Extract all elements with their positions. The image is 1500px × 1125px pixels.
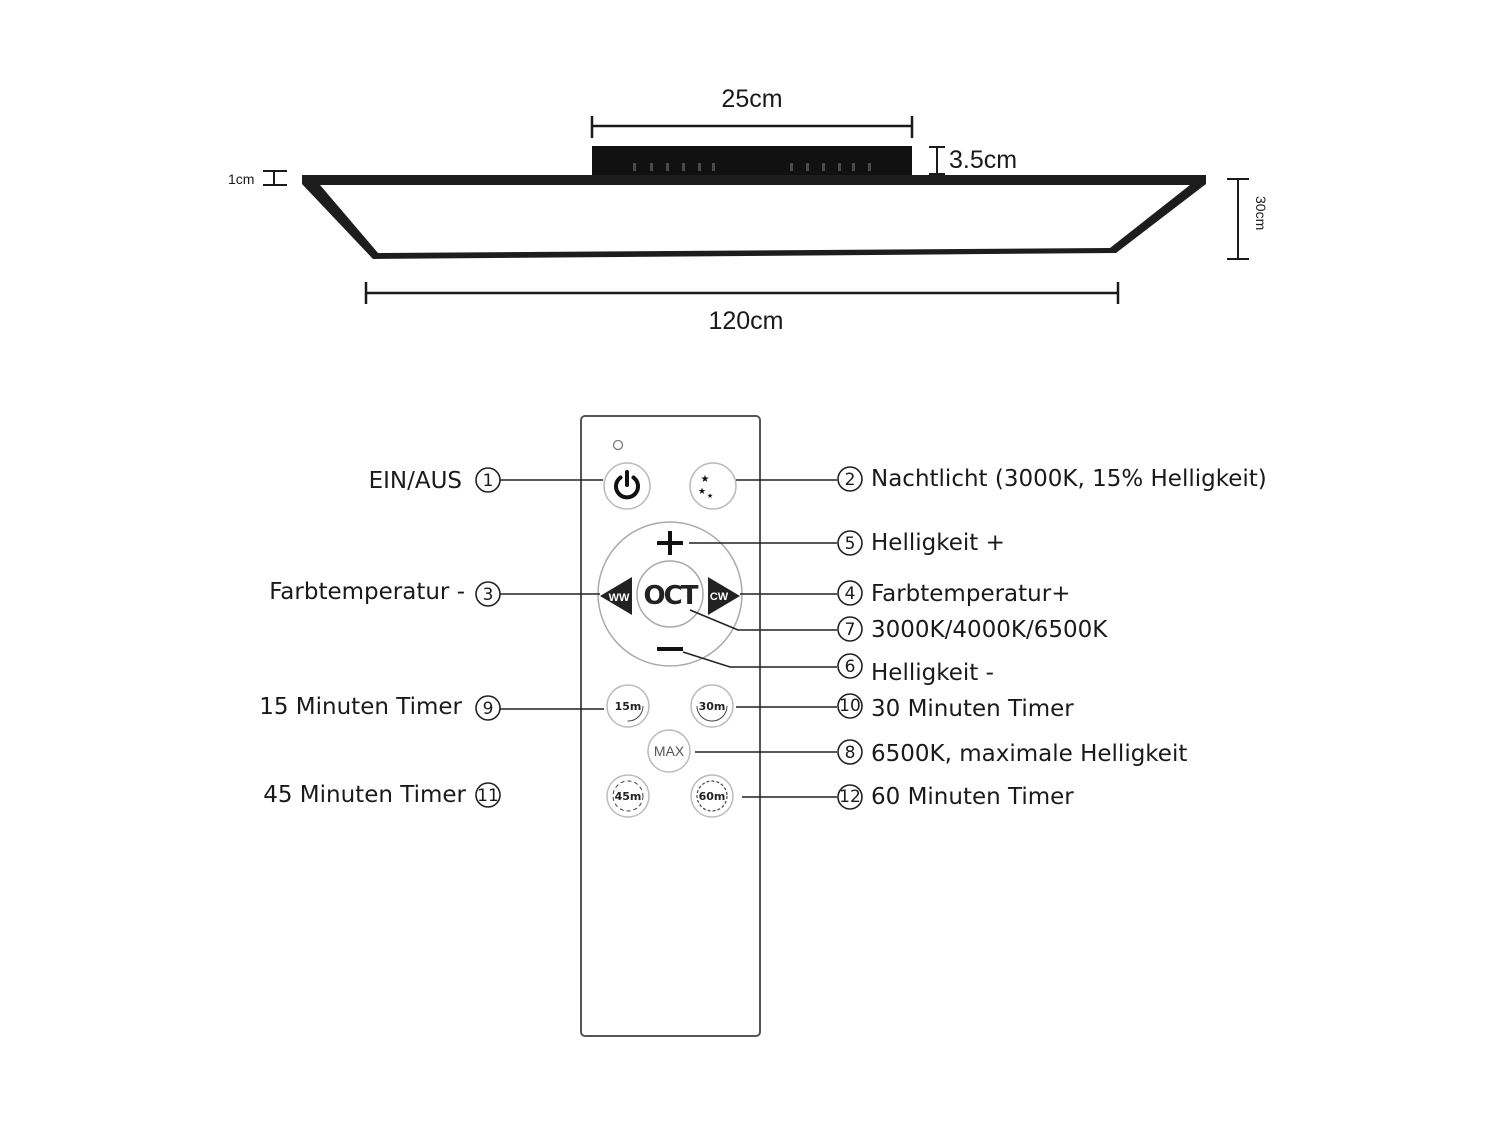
callout-9-number: 9: [483, 699, 494, 719]
dim-top-width-label: 25cm: [721, 85, 782, 113]
callout-2-number: 2: [845, 470, 856, 490]
timer-45-button[interactable]: 45m: [606, 774, 650, 818]
callout-1-number: 1: [483, 471, 494, 491]
leader-lines: [500, 479, 837, 798]
callout-5-text: Helligkeit +: [871, 530, 1005, 556]
lamp-panel: [302, 175, 1206, 259]
callout-9-text: 15 Minuten Timer: [259, 694, 462, 720]
callout-10: 10 30 Minuten Timer: [837, 693, 1074, 722]
dim-thickness: [263, 170, 287, 186]
dim-length-label: 120cm: [708, 307, 783, 335]
callout-11-text: 45 Minuten Timer: [263, 782, 466, 808]
driver-box: [592, 146, 912, 175]
svg-text:★: ★: [707, 492, 713, 500]
timer-30-label: 30m: [699, 700, 726, 713]
timer-15-button[interactable]: 15m: [606, 684, 650, 728]
arrow-left-icon: [600, 577, 632, 615]
callout-12-text: 60 Minuten Timer: [871, 784, 1074, 810]
callout-7-number: 7: [845, 620, 856, 640]
lamp-drawing: 25cm 3.5cm: [228, 85, 1269, 335]
arrow-right-icon: [708, 577, 740, 615]
cold-white-label: CW: [710, 591, 729, 603]
callout-4-number: 4: [845, 584, 856, 604]
timer-15-label: 15m: [615, 700, 642, 713]
callout-11-number: 11: [477, 786, 499, 806]
dim-box-height-label: 3.5cm: [949, 146, 1017, 174]
brightness-up-button[interactable]: [650, 530, 690, 560]
svg-text:★: ★: [698, 486, 706, 496]
dim-depth: [1227, 178, 1249, 260]
callout-6: 6 Helligkeit -: [837, 653, 994, 686]
timer-45-label: 45m: [615, 790, 642, 803]
callout-3-number: 3: [483, 585, 494, 605]
warm-white-label: WW: [609, 592, 630, 604]
timer-60-button[interactable]: 60m: [690, 774, 734, 818]
timer-30-button[interactable]: 30m: [690, 684, 734, 728]
callout-3-text: Farbtemperatur -: [269, 579, 465, 605]
callout-5: 5 Helligkeit +: [837, 530, 1005, 556]
callout-9: 15 Minuten Timer 9: [259, 694, 501, 721]
warm-white-button[interactable]: WW: [600, 577, 632, 615]
dim-depth-label: 30cm: [1253, 196, 1269, 230]
plus-icon: [657, 531, 683, 555]
callout-8: 8 6500K, maximale Helligkeit: [837, 739, 1187, 767]
cct-button[interactable]: OCT: [640, 564, 701, 624]
moon-stars-icon: ★ ★ ★: [698, 474, 729, 500]
callout-6-text: Helligkeit -: [871, 660, 994, 686]
callout-10-text: 30 Minuten Timer: [871, 696, 1074, 722]
remote-control: ★ ★ ★ OCT WW: [580, 415, 761, 1037]
callout-8-text: 6500K, maximale Helligkeit: [871, 741, 1187, 767]
callout-2: 2 Nachtlicht (3000K, 15% Helligkeit): [837, 466, 1267, 492]
dim-top-width: [590, 116, 914, 138]
power-icon: [614, 470, 640, 500]
callout-10-number: 10: [839, 696, 861, 716]
callout-12: 12 60 Minuten Timer: [837, 784, 1074, 810]
brightness-down-button[interactable]: [650, 636, 690, 662]
callout-4: 4 Farbtemperatur+: [837, 580, 1070, 607]
callout-5-number: 5: [845, 534, 856, 554]
callout-8-number: 8: [845, 743, 856, 763]
power-button[interactable]: [603, 462, 651, 510]
callout-12-number: 12: [839, 787, 861, 807]
timer-60-label: 60m: [699, 790, 726, 803]
callout-4-text: Farbtemperatur+: [871, 581, 1070, 607]
dim-thickness-label: 1cm: [228, 171, 254, 187]
night-light-button[interactable]: ★ ★ ★: [689, 462, 737, 510]
callout-6-number: 6: [845, 657, 856, 677]
callout-7-text: 3000K/4000K/6500K: [871, 617, 1108, 643]
dim-box-height: [929, 146, 945, 175]
callout-1-text: EIN/AUS: [369, 468, 462, 494]
cct-button-label: OCT: [644, 581, 699, 611]
status-led: [612, 439, 624, 451]
svg-text:★: ★: [701, 474, 710, 485]
callout-1: EIN/AUS 1: [369, 467, 501, 494]
max-button-label: MAX: [654, 743, 685, 759]
callout-11: 45 Minuten Timer 11: [263, 782, 501, 808]
cold-white-button[interactable]: CW: [708, 577, 740, 615]
callout-2-text: Nachtlicht (3000K, 15% Helligkeit): [871, 466, 1267, 492]
max-button[interactable]: MAX: [647, 729, 691, 773]
dim-length: [364, 282, 1120, 304]
callout-3: Farbtemperatur - 3: [269, 579, 501, 607]
callout-7: 7 3000K/4000K/6500K: [837, 616, 1108, 643]
